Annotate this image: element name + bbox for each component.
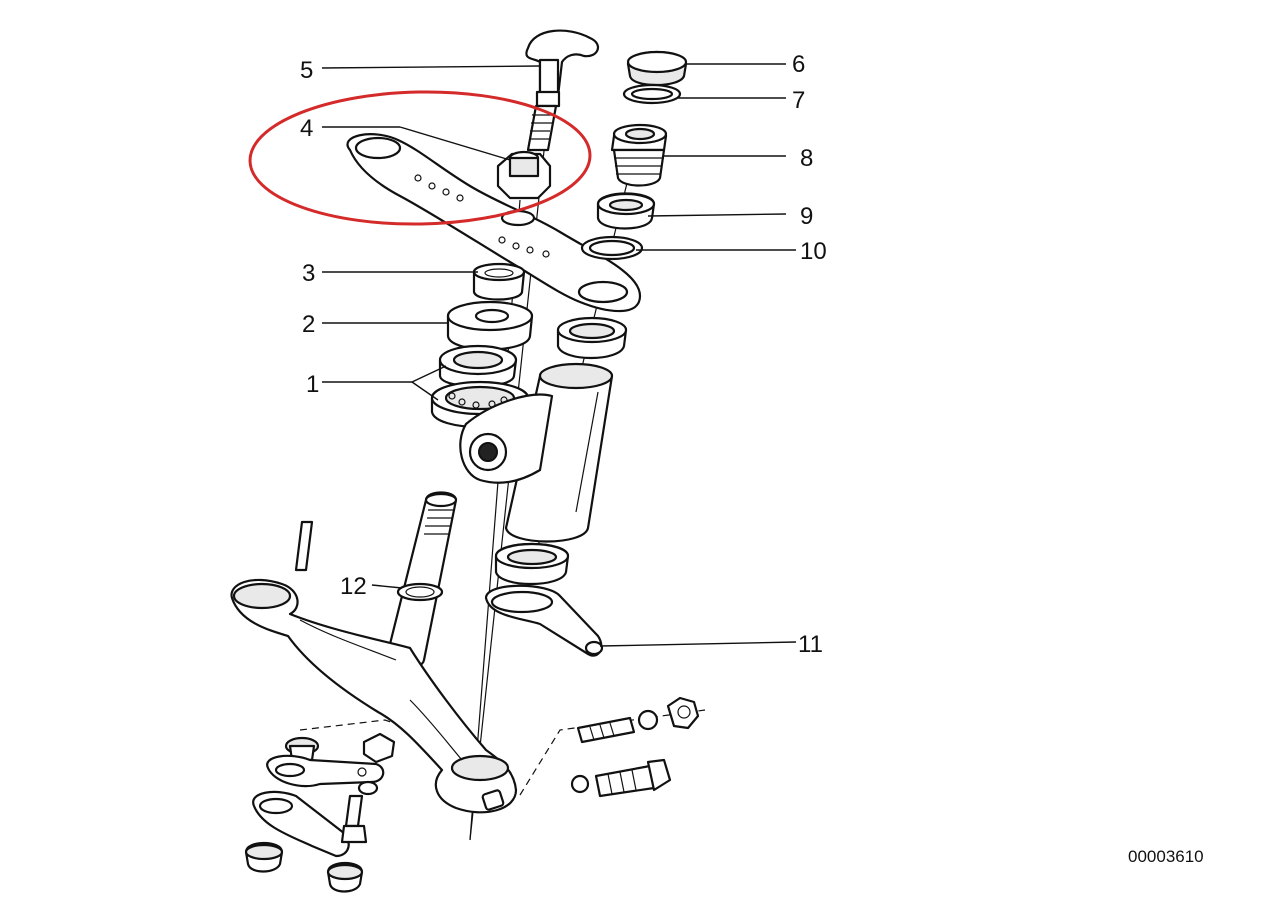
small-pin — [294, 520, 314, 572]
part-5-t-handle-screw — [525, 29, 600, 152]
part-7-ring — [622, 83, 682, 105]
steering-head-upper-cup — [556, 316, 628, 360]
callout-4: 4 — [300, 115, 313, 142]
part-6-cap — [626, 50, 688, 86]
leader-lines — [321, 63, 797, 647]
callout-3: 3 — [302, 260, 315, 287]
part-10-ring — [580, 235, 644, 261]
part-12-fork-stem — [384, 491, 458, 671]
callout-9: 9 — [800, 203, 813, 230]
part-2-washer — [446, 300, 534, 351]
highlight-ellipse — [248, 90, 592, 226]
diagram-reference-code: 00003610 — [1128, 847, 1204, 866]
callout-6: 6 — [792, 51, 805, 78]
callout-5: 5 — [300, 57, 313, 84]
steering-head-tube — [459, 362, 614, 543]
part-8-threaded-plug — [610, 123, 668, 187]
part-11-lock-lever — [484, 584, 604, 657]
part-9-bearing-race — [596, 192, 656, 230]
steering-head-lower-cup — [494, 542, 570, 586]
callout-10: 10 — [800, 238, 827, 265]
clamp-hardware — [570, 696, 700, 798]
part-4-upper-triple-clamp — [346, 133, 642, 313]
callout-2: 2 — [302, 311, 315, 338]
callout-7: 7 — [792, 87, 805, 114]
lower-brackets — [244, 732, 396, 893]
callout-1: 1 — [306, 371, 319, 398]
lower-triple-clamp — [230, 578, 518, 814]
callout-8: 8 — [800, 145, 813, 172]
callout-12: 12 — [340, 573, 367, 600]
part-3-slotted-nut — [472, 262, 526, 301]
callout-11: 11 — [798, 631, 823, 658]
callout-labels: 5 4 3 2 1 12 6 7 8 9 10 11 — [300, 51, 827, 658]
